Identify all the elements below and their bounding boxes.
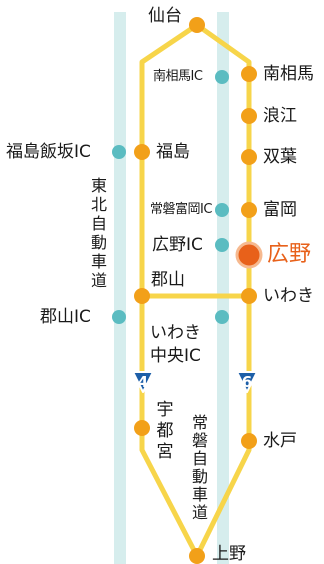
station-dot-tomioka[interactable] bbox=[241, 202, 257, 218]
station-label-minamisoma: 南相馬 bbox=[263, 64, 314, 84]
station-dot-minamisoma[interactable] bbox=[241, 66, 257, 82]
ic-label-fukushima-iizaka: 福島飯坂IC bbox=[6, 142, 91, 162]
ic-dot-hirono[interactable] bbox=[215, 238, 229, 252]
ic-label-iwaki-chuo-line1: いわき bbox=[150, 323, 201, 343]
joban-expressway bbox=[217, 12, 229, 564]
station-dot-iwaki[interactable] bbox=[241, 288, 257, 304]
station-label-mito: 水戸 bbox=[263, 431, 297, 451]
route-6-shield bbox=[236, 371, 258, 393]
station-dot-namie[interactable] bbox=[241, 108, 257, 124]
expressway-label-tohoku: 東北自動車道 bbox=[90, 176, 107, 290]
ic-dot-fukushima-iizaka[interactable] bbox=[112, 145, 126, 159]
station-dot-sendai[interactable] bbox=[189, 17, 205, 33]
station-label-namie: 浪江 bbox=[263, 106, 297, 126]
station-dot-ueno[interactable] bbox=[189, 548, 205, 564]
ic-dot-minamisoma[interactable] bbox=[215, 70, 229, 84]
station-dot-utsunomiya[interactable] bbox=[134, 420, 150, 436]
ic-label-hirono: 広野IC bbox=[152, 235, 203, 255]
ic-dot-iwaki-chuo[interactable] bbox=[215, 310, 229, 324]
station-label-koriyama: 郡山 bbox=[151, 270, 185, 290]
station-label-futaba: 双葉 bbox=[263, 147, 297, 167]
expressway-label-joban: 常磐自動車道 bbox=[191, 413, 208, 522]
station-dot-fukushima[interactable] bbox=[134, 144, 150, 160]
station-label-tomioka: 富岡 bbox=[263, 200, 297, 220]
station-dot-mito[interactable] bbox=[241, 433, 257, 449]
route-6-number: 6 bbox=[241, 373, 253, 391]
route-4-number: 4 bbox=[137, 373, 149, 391]
station-dot-koriyama[interactable] bbox=[134, 288, 150, 304]
tohoku-rail-line bbox=[139, 22, 200, 558]
ic-label-koriyama: 郡山IC bbox=[40, 307, 91, 327]
ic-label-minamisoma: 南相馬IC bbox=[153, 69, 203, 84]
station-label-hirono: 広野 bbox=[267, 242, 312, 267]
station-label-iwaki: いわき bbox=[263, 286, 314, 306]
ic-label-joban-tomioka: 常磐富岡IC bbox=[150, 202, 212, 217]
station-dot-hirono-highlight[interactable] bbox=[235, 241, 263, 269]
tohoku-expressway bbox=[114, 12, 126, 564]
ic-label-iwaki-chuo-line2: 中央IC bbox=[150, 346, 201, 366]
station-label-fukushima: 福島 bbox=[156, 142, 190, 162]
station-label-ueno: 上野 bbox=[212, 544, 246, 564]
station-dot-futaba[interactable] bbox=[241, 149, 257, 165]
ic-dot-joban-tomioka[interactable] bbox=[215, 203, 229, 217]
station-label-utsunomiya: 宇都宮 bbox=[156, 400, 174, 462]
station-label-sendai: 仙台 bbox=[148, 6, 182, 26]
route-4-shield bbox=[132, 371, 154, 393]
ic-dot-koriyama[interactable] bbox=[112, 310, 126, 324]
